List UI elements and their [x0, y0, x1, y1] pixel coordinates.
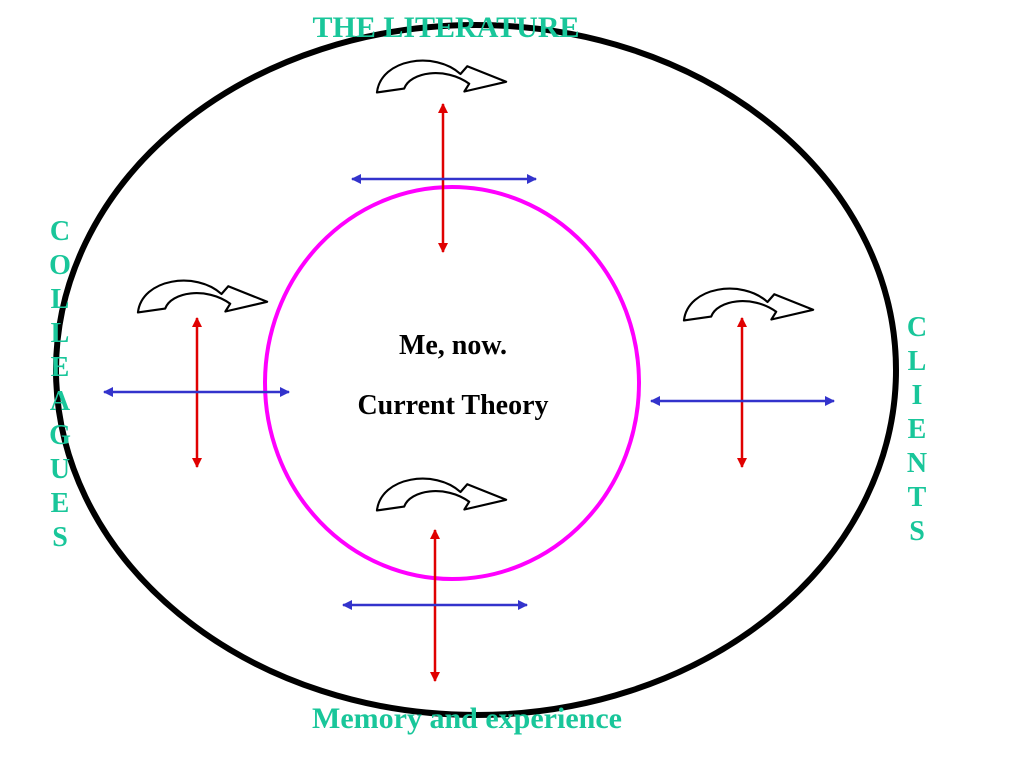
curved-arrow-icon: [682, 287, 815, 322]
inner-ring: [263, 185, 641, 581]
label-top: THE LITERATURE: [312, 11, 579, 44]
outer-ring: [53, 22, 899, 718]
cross-arrows-top: [351, 59, 537, 253]
curved-arrow-icon: [136, 279, 269, 314]
label-left: COLLEAGUES: [45, 216, 76, 556]
curved-arrow-icon: [375, 477, 508, 512]
center-line-2: Current Theory: [357, 390, 548, 421]
label-right: CLIENTS: [902, 312, 933, 550]
cross-arrows-bottom: [342, 477, 528, 682]
cross-arrows-right: [650, 287, 835, 468]
curved-arrow-icon: [375, 59, 508, 94]
cross-arrows-left: [103, 279, 290, 468]
label-bottom: Memory and experience: [312, 702, 622, 735]
center-line-1: Me, now.: [399, 330, 507, 361]
